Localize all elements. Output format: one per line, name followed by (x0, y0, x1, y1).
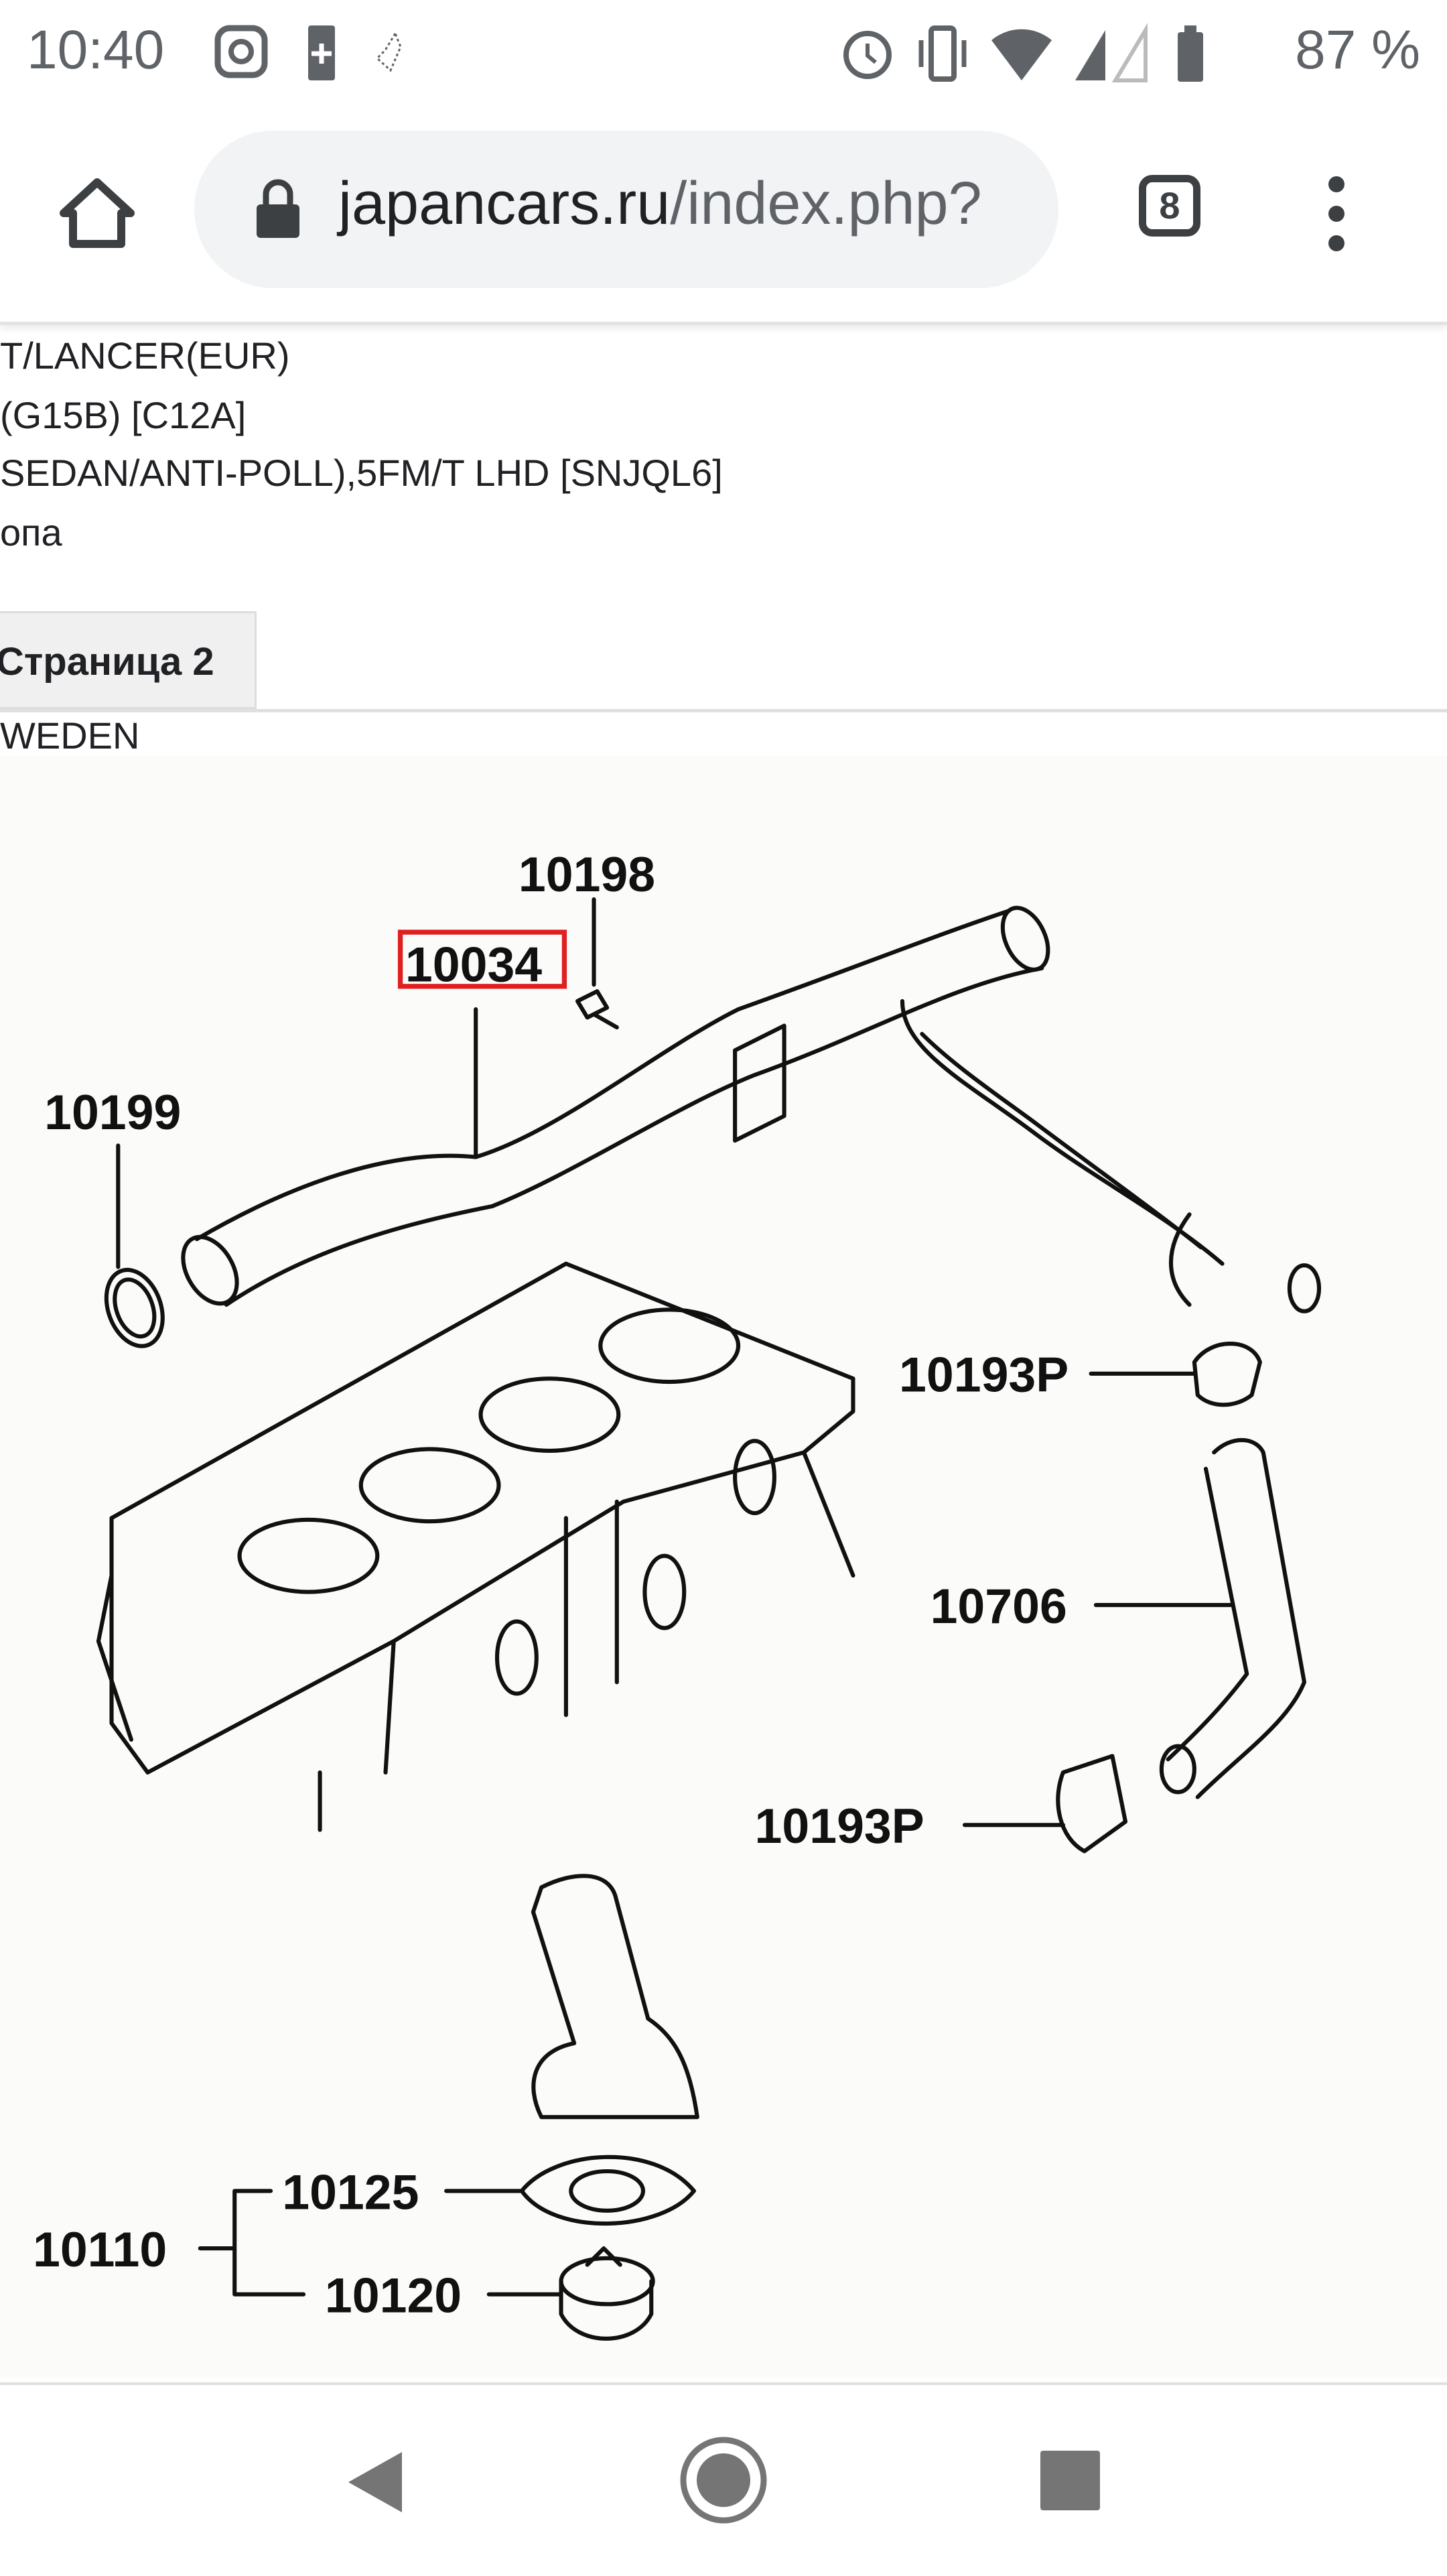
engine-block (96, 1261, 855, 1832)
bolt-10198[interactable] (575, 989, 619, 1030)
url-host: japancars.ru (338, 170, 671, 237)
highlight-box (397, 929, 567, 989)
home-nav-icon[interactable] (677, 2433, 770, 2527)
hose-clamp-10193p-upper[interactable] (1192, 1342, 1262, 1407)
status-right-icons (843, 23, 1203, 82)
address-bar[interactable]: japancars.ru/index.php? (194, 131, 1058, 288)
alarm-icon (843, 31, 892, 79)
engine-line: (G15B) [C12A] (0, 394, 247, 436)
battery-saver-icon (308, 25, 335, 80)
thermostat-10120[interactable] (559, 2246, 655, 2341)
status-left-icons (214, 25, 402, 80)
instagram-icon (214, 25, 268, 78)
o-ring-10199[interactable] (96, 1262, 173, 1354)
recents-icon[interactable] (1038, 2449, 1102, 2512)
tab-page-2[interactable]: Страница 2 (0, 611, 257, 709)
part-label-10110[interactable]: 10110 (33, 2221, 167, 2277)
water-pipe-10034[interactable] (172, 901, 1322, 1313)
status-bar: 10:40 87 % (0, 0, 1447, 111)
hose-10706[interactable] (1159, 1437, 1306, 1799)
part-label-10120[interactable]: 10120 (325, 2268, 462, 2323)
status-time: 10:40 (27, 19, 165, 80)
signal-icon (1075, 30, 1105, 80)
vibrate-icon (918, 25, 967, 82)
gasket-10125[interactable] (519, 2154, 696, 2226)
part-label-10125[interactable]: 10125 (282, 2164, 419, 2219)
lock-icon[interactable] (251, 178, 305, 241)
url-path: /index.php? (670, 170, 982, 237)
home-icon[interactable] (57, 174, 137, 255)
part-label-10034[interactable]: 10034 (405, 936, 542, 992)
hose-clamp-10193p-lower[interactable] (1056, 1754, 1128, 1854)
signal-empty-icon (1111, 23, 1148, 82)
part-label-10706[interactable]: 10706 (931, 1578, 1067, 1634)
back-icon[interactable] (338, 2445, 412, 2519)
browser-toolbar: japancars.ru/index.php? 8 (0, 111, 1447, 325)
part-label-10199[interactable]: 10199 (44, 1084, 181, 1140)
wifi-icon (991, 29, 1052, 80)
tab-switcher-button[interactable]: 8 (1139, 175, 1200, 237)
android-nav-bar (0, 2382, 1447, 2576)
menu-icon[interactable] (1316, 172, 1357, 259)
leader-lines (116, 897, 1233, 2297)
thermostat-housing (531, 1874, 699, 2120)
model-line: T/LANCER(EUR) (0, 334, 290, 377)
region-line: опа (0, 511, 62, 554)
part-label-10193p-lower[interactable]: 10193P (755, 1798, 924, 1854)
battery-percent: 87 % (1295, 19, 1420, 80)
battery-icon (1178, 25, 1203, 82)
tab-divider (0, 709, 1447, 712)
part-label-10193p-upper[interactable]: 10193P (899, 1347, 1069, 1403)
constellation-icon (375, 31, 402, 72)
market-label: WEDEN (0, 714, 140, 757)
url-text[interactable]: japancars.ru/index.php? (338, 170, 982, 239)
part-label-10198[interactable]: 10198 (519, 846, 655, 902)
spec-line: SEDAN/ANTI-POLL),5FM/T LHD [SNJQL6] (0, 452, 723, 494)
